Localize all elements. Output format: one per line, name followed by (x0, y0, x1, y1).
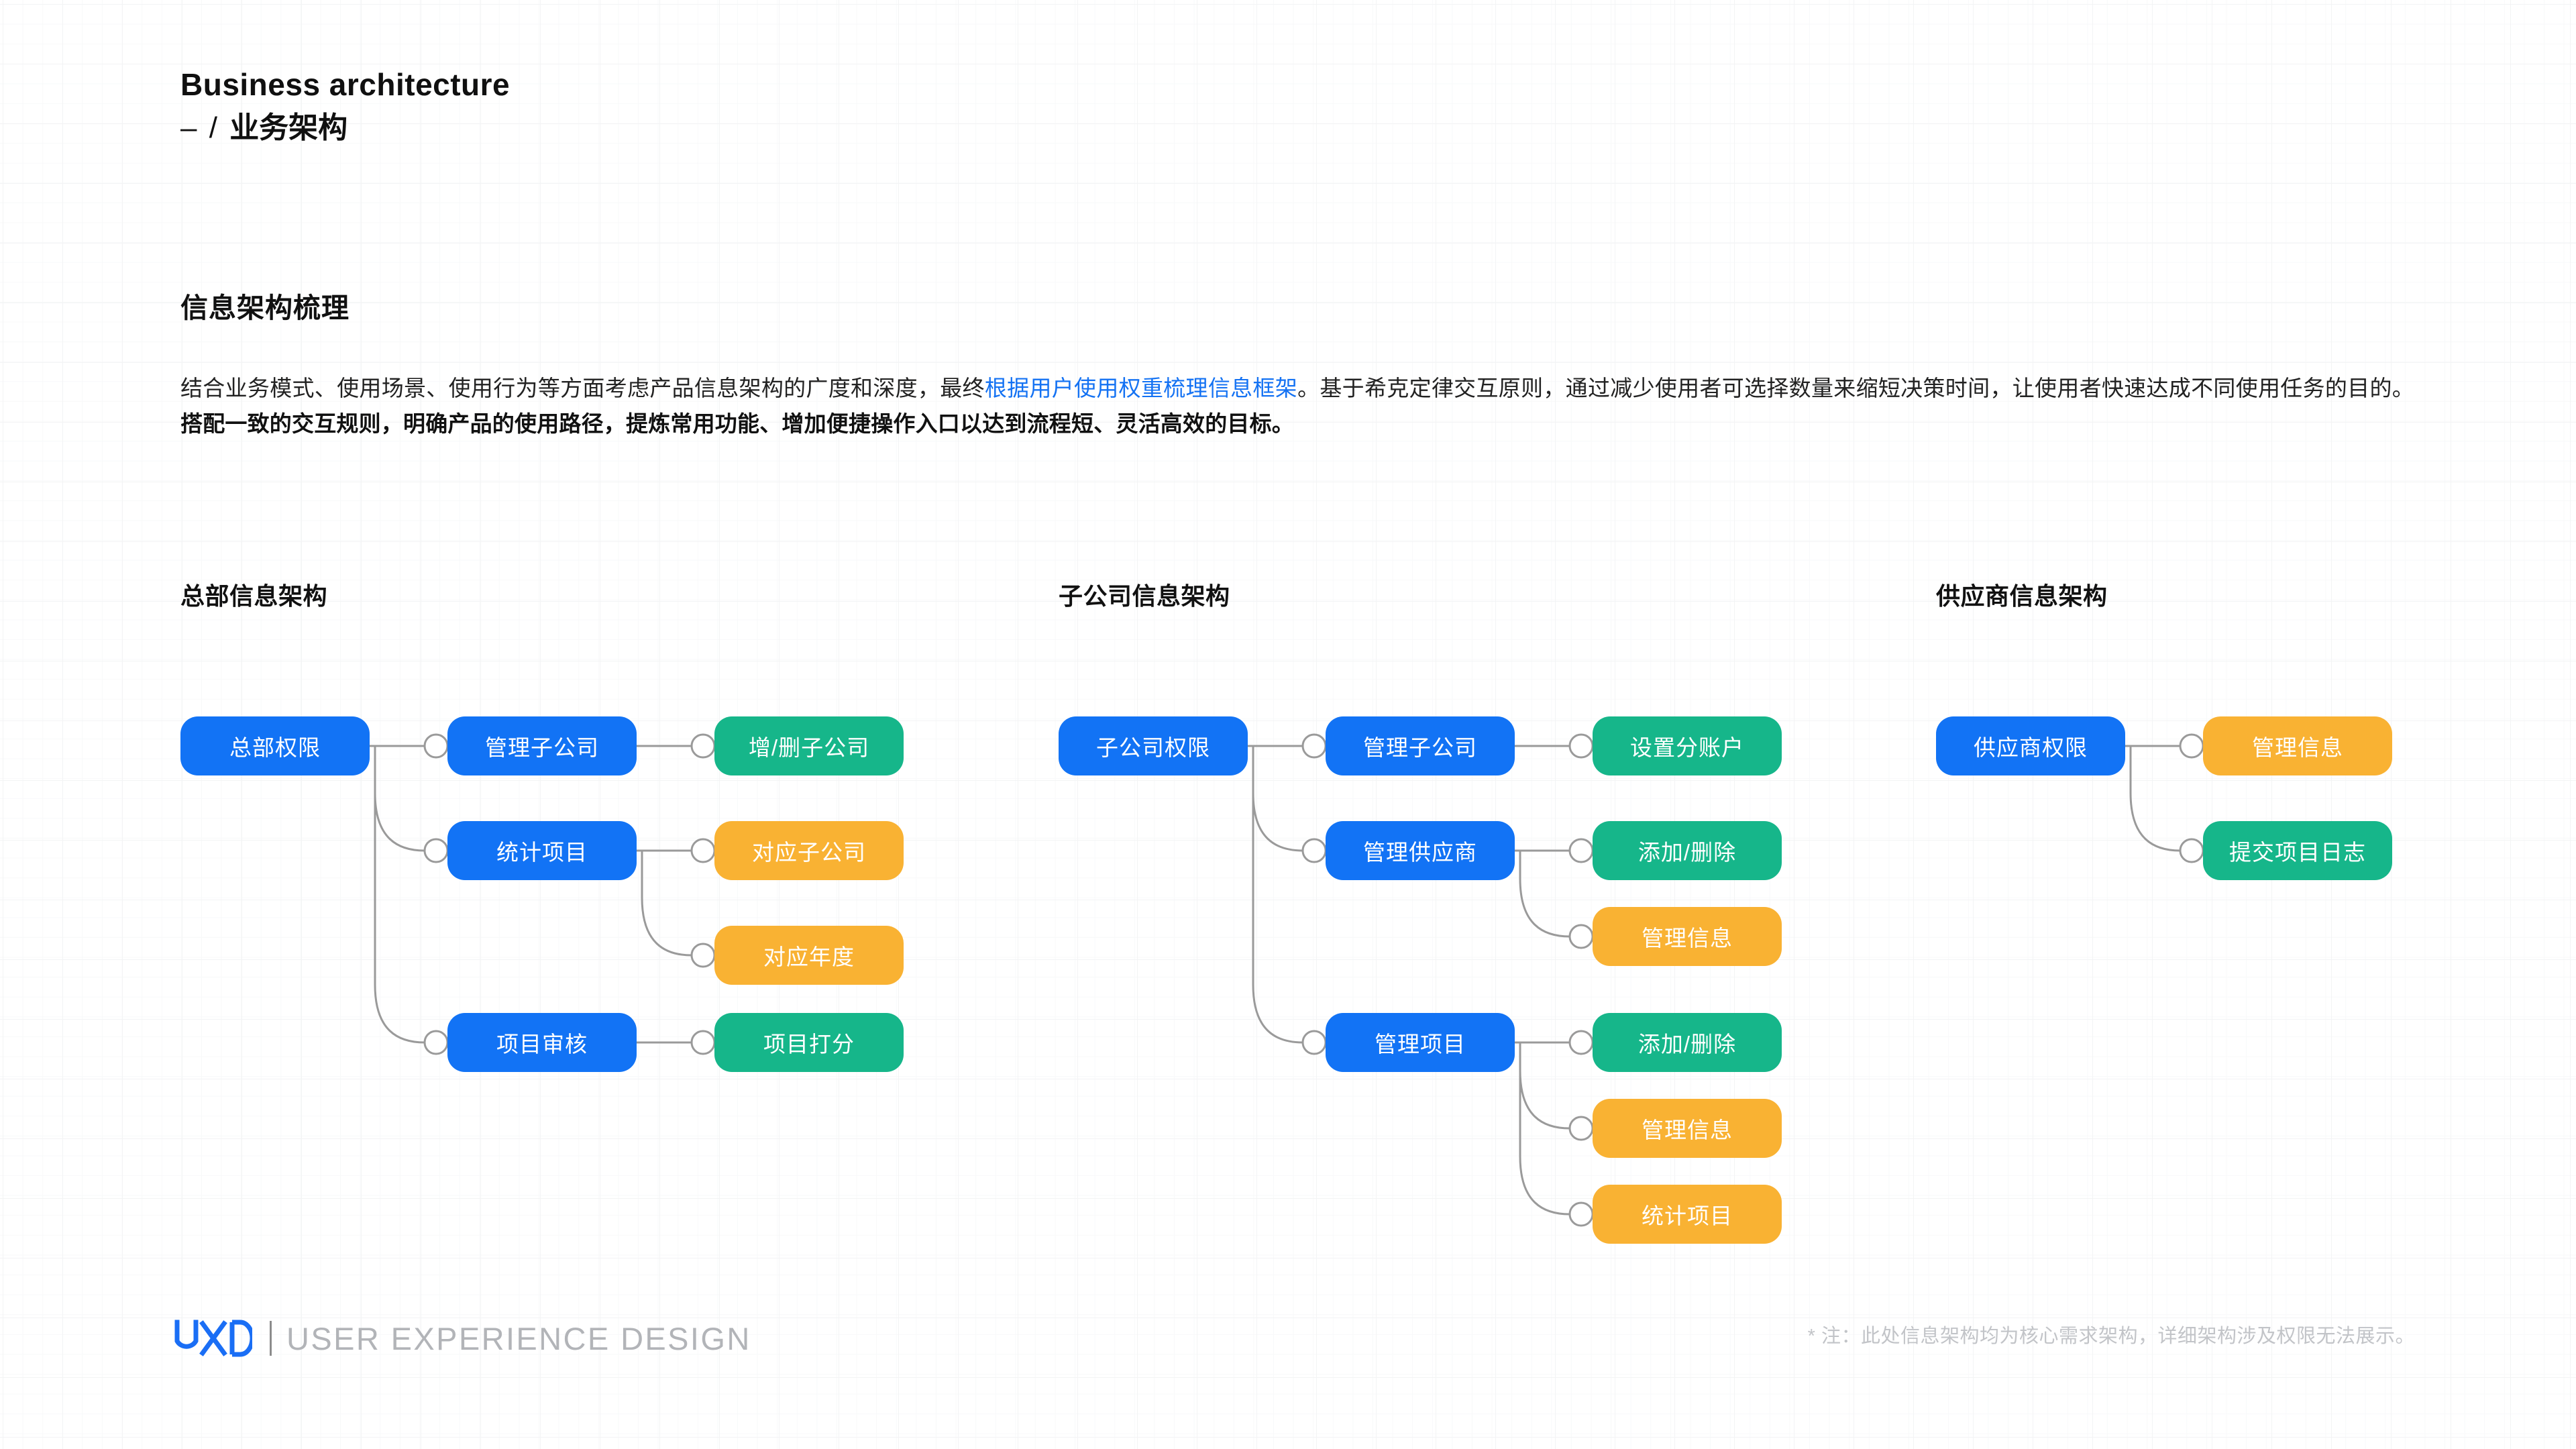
title-dash: – (180, 111, 201, 144)
node-label: 管理项目 (1375, 1032, 1466, 1057)
logo-wordmark: USER EXPERIENCE DESIGN (286, 1320, 751, 1356)
architecture-node[interactable]: 管理子公司 (447, 716, 637, 775)
architecture-node[interactable]: 添加/删除 (1593, 1013, 1782, 1072)
column-title: 供应商信息架构 (1936, 582, 2108, 610)
connector-node-dot (690, 838, 716, 863)
footer-brand: USER EXPERIENCE DESIGN (173, 1316, 751, 1360)
node-label: 提交项目日志 (2229, 840, 2366, 865)
page-title-cn: – / 业务架构 (180, 108, 510, 148)
architecture-node[interactable]: 管理子公司 (1326, 716, 1515, 775)
node-label: 管理子公司 (1363, 735, 1477, 760)
architecture-node[interactable]: 统计项目 (1593, 1185, 1782, 1244)
architecture-node[interactable]: 管理信息 (1593, 907, 1782, 966)
connector-node-dot (1568, 838, 1594, 863)
connector-node-dot (1301, 733, 1327, 759)
column-title: 总部信息架构 (180, 582, 328, 610)
title-slash: / (209, 111, 221, 144)
paragraph-highlight-blue: 根据用户使用权重梳理信息框架 (984, 376, 1298, 400)
architecture-node[interactable]: 提交项目日志 (2203, 821, 2392, 880)
connector-node-dot (1568, 733, 1594, 759)
architecture-node[interactable]: 管理信息 (1593, 1099, 1782, 1158)
connector-node-dot (423, 1030, 449, 1055)
node-label: 子公司权限 (1096, 735, 1210, 760)
connector-line (370, 745, 425, 852)
page-title-en: Business architecture (180, 67, 511, 102)
connector-node-dot (1301, 838, 1327, 863)
node-label: 总部权限 (229, 735, 321, 760)
connector-node-dot (2179, 838, 2204, 863)
architecture-node[interactable]: 添加/删除 (1593, 821, 1782, 880)
connector-line (1515, 1041, 1570, 1130)
architecture-node[interactable]: 项目审核 (447, 1013, 637, 1072)
section-heading: 信息架构梳理 (180, 292, 350, 323)
title-cn-text: 业务架构 (229, 111, 348, 144)
logo-divider (270, 1321, 272, 1356)
node-label: 添加/删除 (1638, 840, 1737, 865)
connector-node-dot (1301, 1030, 1327, 1055)
architecture-node[interactable]: 管理供应商 (1326, 821, 1515, 880)
connector-node-dot (1568, 1201, 1594, 1227)
connector-line (2125, 745, 2181, 852)
architecture-root-node[interactable]: 子公司权限 (1059, 716, 1248, 775)
connector-node-dot (1568, 1116, 1594, 1141)
column-title: 子公司信息架构 (1059, 582, 1230, 610)
node-label: 管理供应商 (1363, 840, 1477, 865)
node-label: 管理信息 (1642, 1118, 1733, 1142)
connector-line (1248, 745, 1303, 1044)
node-label: 统计项目 (496, 840, 588, 865)
node-label: 管理子公司 (485, 735, 599, 760)
architecture-node[interactable]: 管理信息 (2203, 716, 2392, 775)
architecture-node[interactable]: 统计项目 (447, 821, 637, 880)
connector-line (637, 849, 692, 957)
architecture-root-node[interactable]: 供应商权限 (1936, 716, 2125, 775)
node-label: 增/删子公司 (748, 735, 870, 760)
connector-node-dot (423, 733, 449, 759)
paragraph-part-2: 。基于希克定律交互原则，通过减少使用者可选择数量来缩短决策时间，让使用者快速达成… (1297, 376, 2415, 400)
connector-line (370, 745, 425, 1044)
connector-node-dot (690, 943, 716, 968)
connector-node-dot (1568, 1030, 1594, 1055)
connector-node-dot (690, 733, 716, 759)
connector-node-dot (1568, 924, 1594, 949)
architecture-node[interactable]: 对应子公司 (714, 821, 904, 880)
node-label: 项目打分 (763, 1032, 855, 1057)
node-label: 项目审核 (496, 1032, 588, 1057)
architecture-root-node[interactable]: 总部权限 (180, 716, 370, 775)
node-label: 对应子公司 (752, 840, 866, 865)
architecture-node[interactable]: 管理项目 (1326, 1013, 1515, 1072)
node-label: 管理信息 (2252, 735, 2343, 760)
node-label: 设置分账户 (1630, 735, 1744, 760)
node-label: 添加/删除 (1638, 1032, 1737, 1057)
connector-line (1515, 849, 1570, 938)
architecture-node[interactable]: 项目打分 (714, 1013, 904, 1072)
connector-node-dot (423, 838, 449, 863)
connector-node-dot (690, 1030, 716, 1055)
paragraph-highlight-bold: 搭配一致的交互规则，明确产品的使用路径，提炼常用功能、增加便捷操作入口以达到流程… (180, 411, 1294, 437)
intro-paragraph: 结合业务模式、使用场景、使用行为等方面考虑产品信息架构的广度和深度，最终根据用户… (180, 370, 2414, 442)
architecture-node[interactable]: 增/删子公司 (714, 716, 904, 775)
node-label: 供应商权限 (1974, 735, 2088, 760)
node-label: 管理信息 (1642, 926, 1733, 951)
connector-node-dot (2179, 733, 2204, 759)
footer-note: * 注：此处信息架构均为核心需求架构，详细架构涉及权限无法展示。 (1807, 1326, 2415, 1347)
page-header: Business architecture – / 业务架构 (180, 64, 510, 148)
architecture-node[interactable]: 设置分账户 (1593, 716, 1782, 775)
connector-line (1248, 745, 1303, 852)
node-label: 统计项目 (1642, 1203, 1733, 1228)
paragraph-part-1: 结合业务模式、使用场景、使用行为等方面考虑产品信息架构的广度和深度，最终 (180, 376, 985, 400)
architecture-node[interactable]: 对应年度 (714, 926, 904, 985)
uxd-logo-icon (174, 1320, 252, 1357)
node-label: 对应年度 (763, 945, 855, 969)
